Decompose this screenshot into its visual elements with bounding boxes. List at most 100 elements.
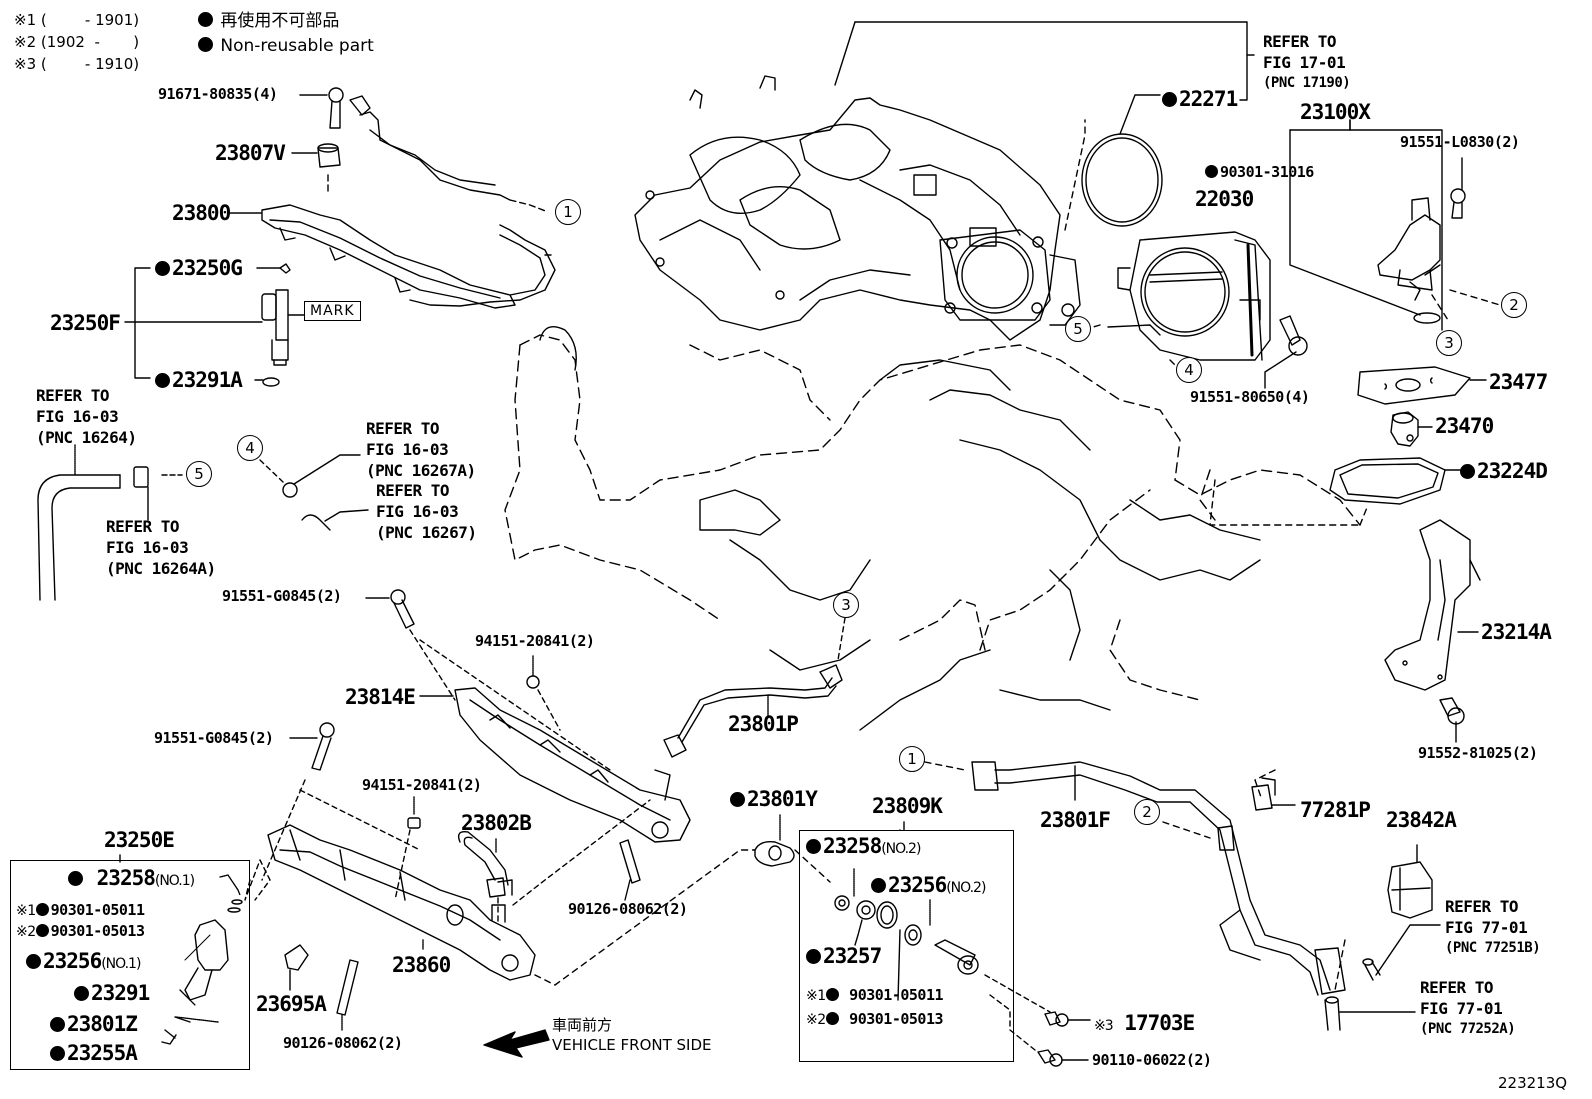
part-label-94151-20841-lower[interactable]: 94151-20841(2) — [362, 776, 482, 794]
part-label-23100x[interactable]: 23100X — [1300, 100, 1371, 124]
part-label-23224d[interactable]: 23224D — [1460, 461, 1548, 482]
callout-circle-2: 2 — [1501, 292, 1527, 318]
reference-fig-17-01-pnc-17190[interactable]: REFER TO FIG 17-01 (PNC 17190) — [1263, 32, 1351, 91]
stud-90126-08062-lower — [336, 959, 359, 1031]
kit-23809k-box — [799, 830, 1014, 1062]
harness-23801f — [971, 761, 1346, 996]
reference-fig-77-01-pnc-77251b[interactable]: REFER TO FIG 77-01 (PNC 77251B) — [1445, 897, 1541, 956]
kit-23809k-item[interactable]: ※1 90301-05011 — [806, 986, 944, 1004]
nonreusable-dot-icon — [155, 261, 170, 276]
part-label-90110-06022[interactable]: 90110-06022(2) — [1092, 1051, 1212, 1069]
part-label-77281p[interactable]: 77281P — [1300, 798, 1371, 822]
part-label-91671-80835[interactable]: 91671-80835(4) — [158, 85, 278, 103]
part-label-23802b[interactable]: 23802B — [461, 811, 532, 835]
nonreusable-dot-icon — [1460, 464, 1475, 479]
date-range-notes: ※1 ( - 1901) ※2 (1902 - ) ※3 ( - 1910) — [14, 9, 139, 75]
figure-id: 223213Q — [1498, 1074, 1568, 1092]
engine-solid-lines — [539, 326, 1261, 731]
part-label-23801p[interactable]: 23801P — [728, 712, 799, 736]
part-label-23214a[interactable]: 23214A — [1481, 620, 1552, 644]
part-label-23250f[interactable]: 23250F — [50, 311, 121, 335]
bolt-91551-80650 — [1264, 315, 1308, 389]
part-label-91551-g0845-upper[interactable]: 91551-G0845(2) — [222, 587, 342, 605]
part-label-23814e[interactable]: 23814E — [345, 685, 416, 709]
reference-fig-16-03-pnc-16264[interactable]: REFER TO FIG 16-03 (PNC 16264) — [36, 386, 137, 447]
injector-23250f — [124, 263, 306, 387]
kit-23250e-item[interactable]: 23291 — [74, 983, 150, 1004]
part-label-23801f[interactable]: 23801F — [1040, 808, 1111, 832]
kit-23250e-item[interactable]: 23801Z — [50, 1014, 138, 1035]
manifold-throttle-flange — [939, 229, 1081, 326]
vehicle-front-arrow — [483, 1029, 550, 1058]
reference-fig-77-01-pnc-77252a[interactable]: REFER TO FIG 77-01 (PNC 77252A) — [1420, 978, 1516, 1037]
kit-23250e-item[interactable]: 23255A — [50, 1043, 138, 1064]
part-label-94151-20841-upper[interactable]: 94151-20841(2) — [475, 632, 595, 650]
kit-23809k-item[interactable]: ※2 90301-05013 — [806, 1010, 944, 1028]
pump-bracket-23214a — [1384, 519, 1481, 691]
part-label-23860[interactable]: 23860 — [392, 953, 451, 977]
reference-fig-16-03-pnc-16267a[interactable]: REFER TO FIG 16-03 (PNC 16267A) — [366, 419, 476, 480]
part-label-23800[interactable]: 23800 — [172, 201, 231, 225]
bolt-91551-g0845-upper — [365, 589, 611, 771]
part-label-23695a[interactable]: 23695A — [256, 992, 327, 1016]
part-label-23250g[interactable]: 23250G — [155, 258, 243, 279]
part-label-23807v[interactable]: 23807V — [215, 141, 286, 165]
part-label-23809k[interactable]: 23809K — [872, 794, 943, 818]
kit-23809k-item[interactable]: 23257 — [806, 946, 882, 967]
part-label-23801y[interactable]: 23801Y — [730, 789, 818, 810]
part-label-91551-80650[interactable]: 91551-80650(4) — [1190, 388, 1310, 406]
part-label-91551-l0830[interactable]: 91551-L0830(2) — [1400, 133, 1520, 151]
part-label-90126-08062-right[interactable]: 90126-08062(2) — [568, 900, 688, 918]
kit-23250e-item[interactable]: 23258(NO.1) — [68, 868, 195, 889]
nonreusable-dot-icon — [68, 871, 83, 886]
nonreusable-dot-icon — [1205, 165, 1218, 178]
bolt-91552-81025 — [1439, 697, 1465, 743]
wire-clip-23695a — [284, 944, 309, 991]
clamp-16267a — [259, 454, 361, 498]
part-label-23291a[interactable]: 23291A — [155, 370, 243, 391]
callout-circle-1: 1 — [899, 746, 925, 772]
nut-94151-20841-upper — [526, 655, 561, 731]
part-label-91551-g0845-lower[interactable]: 91551-G0845(2) — [154, 729, 274, 747]
bolt-91551-l0830 — [1450, 157, 1466, 219]
reference-fig-16-03-pnc-16267[interactable]: REFER TO FIG 16-03 (PNC 16267) — [376, 481, 477, 542]
gasket-23224d — [1329, 457, 1461, 505]
kit-23809k-components — [834, 829, 1091, 1067]
nonreusable-dot-icon — [825, 988, 839, 1001]
fuel-rail-23800 — [229, 204, 516, 309]
kit-23250e-title[interactable]: 23250E — [104, 828, 175, 852]
part-label-90126-08062-lower[interactable]: 90126-08062(2) — [283, 1034, 403, 1052]
part-label-23477[interactable]: 23477 — [1489, 370, 1548, 394]
part-label-17703e[interactable]: ※3 17703E — [1094, 1011, 1195, 1035]
part-label-22271[interactable]: 22271 — [1162, 89, 1238, 110]
nonreusable-dot-icon — [35, 924, 49, 937]
nonreusable-dot-icon — [50, 1046, 65, 1061]
callout-circle-2: 2 — [1134, 799, 1160, 825]
nonreusable-dot-icon — [155, 373, 170, 388]
part-label-23470[interactable]: 23470 — [1435, 414, 1494, 438]
kit-23250e-item[interactable]: 23256(NO.1) — [26, 951, 141, 972]
nonreusable-dot-icon — [198, 37, 213, 52]
part-label-23842a[interactable]: 23842A — [1386, 808, 1457, 832]
kit-23809k-item[interactable]: 23258(NO.2) — [806, 836, 921, 857]
hose-77252a — [1324, 996, 1416, 1031]
sensor-23842a — [1387, 844, 1433, 919]
callout-circle-4: 4 — [1176, 357, 1202, 383]
leader-lines — [119, 21, 1351, 1023]
callout-circle-1: 1 — [555, 199, 581, 225]
part-label-91552-81025[interactable]: 91552-81025(2) — [1418, 744, 1538, 762]
mark-indicator: MARK — [304, 301, 361, 321]
gasket-23477 — [1357, 366, 1487, 405]
reference-fig-16-03-pnc-16264a[interactable]: REFER TO FIG 16-03 (PNC 16264A) — [106, 517, 216, 578]
part-label-22030[interactable]: 22030 — [1195, 187, 1254, 211]
kit-23809k-item[interactable]: 23256(NO.2) — [871, 875, 986, 896]
vehicle-front-label: 車両前方 VEHICLE FRONT SIDE — [552, 1016, 712, 1054]
part-label-90301-31016[interactable]: 90301-31016 — [1205, 165, 1314, 180]
gasket-23801y — [754, 814, 795, 867]
note-1: ※1 ( - 1901) — [14, 11, 140, 29]
callout-circle-4: 4 — [237, 435, 263, 461]
nonreusable-legend: 再使用不可部品 Non-reusable part — [198, 9, 374, 59]
hose-16267 — [301, 509, 369, 531]
